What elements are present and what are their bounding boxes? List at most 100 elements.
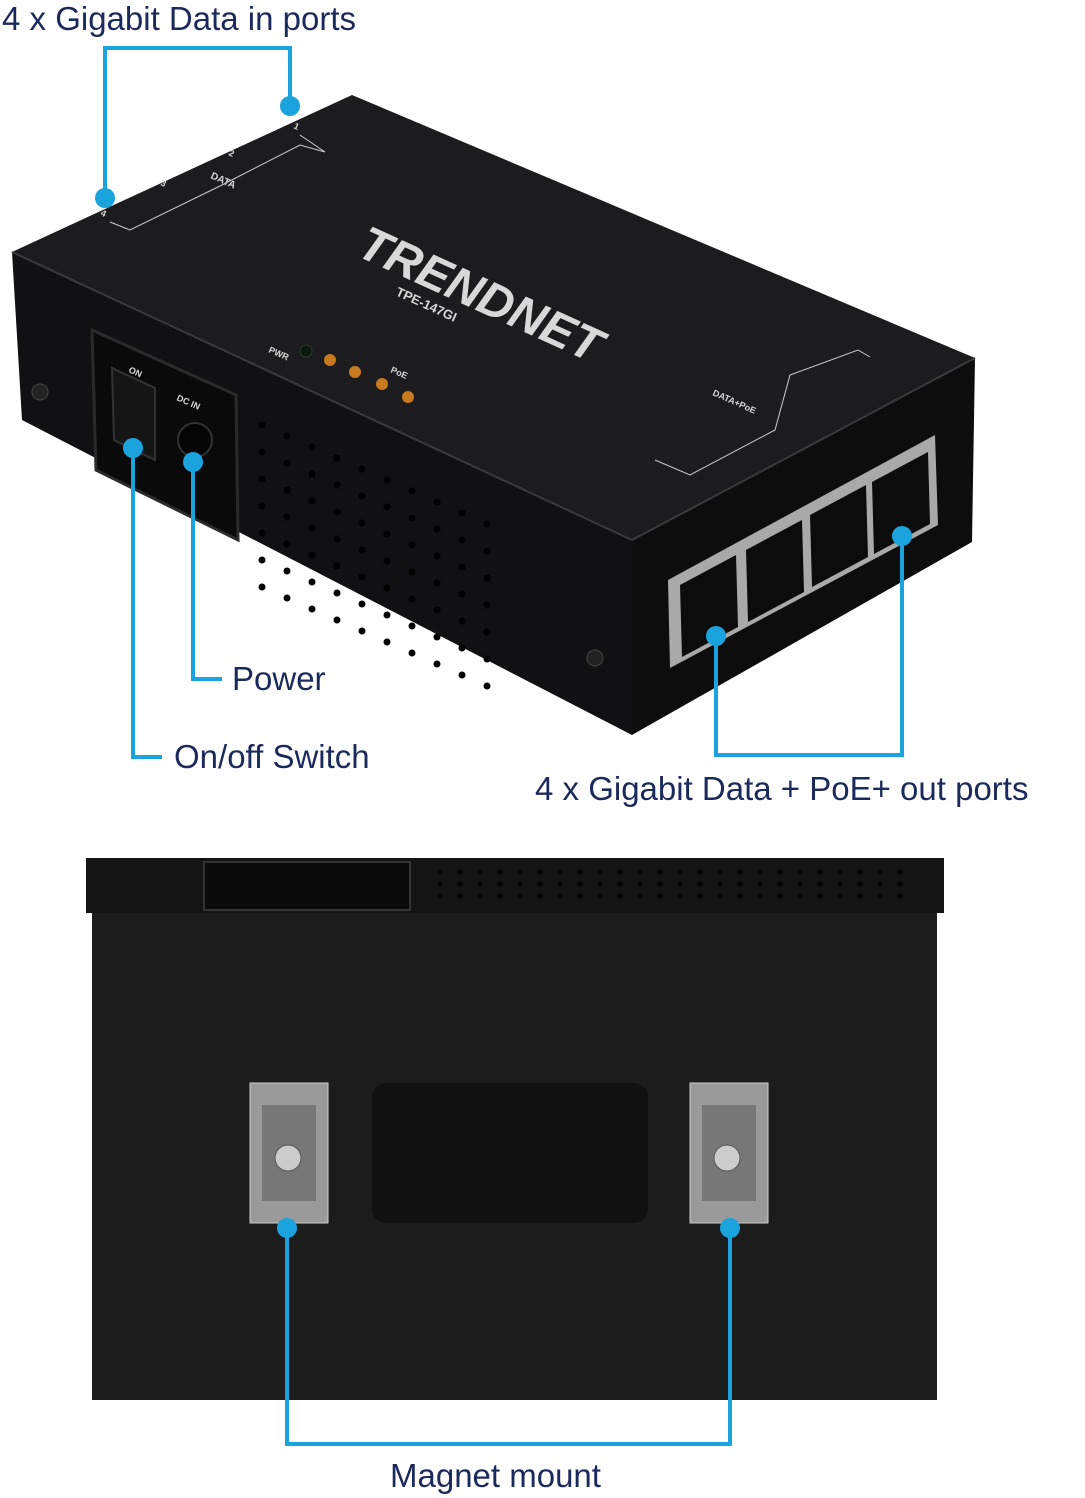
vent-hole <box>717 893 723 899</box>
vent-hole <box>717 869 723 875</box>
dc-in-jack[interactable] <box>177 422 213 458</box>
vent-hole <box>458 590 466 598</box>
vent-hole <box>457 893 463 899</box>
rj45-port-4[interactable] <box>872 452 930 554</box>
vent-hole <box>617 893 623 899</box>
vent-hole <box>437 881 443 887</box>
vent-hole <box>258 556 266 564</box>
vent-hole <box>308 497 316 505</box>
vent-hole <box>477 893 483 899</box>
vent-hole <box>433 606 441 614</box>
vent-hole <box>483 655 491 663</box>
vent-hole <box>333 481 341 489</box>
vent-hole <box>283 486 291 494</box>
vent-hole <box>837 893 843 899</box>
vent-hole <box>383 557 391 565</box>
vent-hole <box>617 869 623 875</box>
vent-hole <box>408 568 416 576</box>
vent-hole <box>757 869 763 875</box>
vent-hole <box>597 893 603 899</box>
vent-hole <box>477 881 483 887</box>
vent-hole <box>497 869 503 875</box>
poe-led-3 <box>376 378 388 390</box>
callout-magnet: Magnet mount <box>277 1218 740 1494</box>
vent-hole <box>433 498 441 506</box>
vent-hole <box>817 893 823 899</box>
vent-hole <box>383 476 391 484</box>
vent-hole <box>657 869 663 875</box>
vent-hole <box>777 893 783 899</box>
vent-hole <box>797 893 803 899</box>
vent-hole <box>477 869 483 875</box>
vent-hole <box>537 893 543 899</box>
vent-hole <box>433 579 441 587</box>
vent-hole <box>557 893 563 899</box>
vent-hole <box>283 432 291 440</box>
vent-hole <box>458 563 466 571</box>
vent-hole <box>637 881 643 887</box>
vent-hole <box>497 893 503 899</box>
vent-hole <box>383 584 391 592</box>
vent-hole <box>497 881 503 887</box>
vent-hole <box>408 649 416 657</box>
label-area <box>372 1083 648 1223</box>
vent-hole <box>877 869 883 875</box>
device-bottom-view <box>86 858 944 1400</box>
vent-hole <box>333 616 341 624</box>
vent-hole <box>757 881 763 887</box>
vent-hole <box>383 638 391 646</box>
vent-hole <box>258 421 266 429</box>
callout-switch-label: On/off Switch <box>174 738 370 775</box>
vent-hole <box>483 520 491 528</box>
vent-hole <box>308 605 316 613</box>
vent-hole <box>333 508 341 516</box>
vent-hole <box>617 881 623 887</box>
vent-hole <box>308 470 316 478</box>
vent-hole <box>797 881 803 887</box>
callout-power-label: Power <box>232 660 326 697</box>
vent-hole <box>517 881 523 887</box>
vent-hole <box>358 573 366 581</box>
vent-hole <box>437 869 443 875</box>
poe-led-2 <box>349 366 361 378</box>
vent-hole <box>458 617 466 625</box>
vent-hole <box>697 869 703 875</box>
vent-hole <box>483 601 491 609</box>
vent-hole <box>557 869 563 875</box>
vent-hole <box>837 869 843 875</box>
callout-switch: On/off Switch <box>123 438 370 775</box>
svg-text:4: 4 <box>99 208 108 219</box>
vent-hole <box>677 869 683 875</box>
svg-text:1: 1 <box>292 121 301 132</box>
rj45-port-2[interactable] <box>746 520 804 622</box>
rj45-port-3[interactable] <box>810 485 868 587</box>
device-top-view: ON DC IN /* filled below */ TRENDNET TPE… <box>11 95 976 735</box>
vent-hole <box>817 869 823 875</box>
vent-hole <box>458 671 466 679</box>
callout-data-in-label: 4 x Gigabit Data in ports <box>2 0 356 37</box>
device-top-face <box>12 95 975 540</box>
vent-hole <box>308 551 316 559</box>
vent-hole <box>483 682 491 690</box>
vent-hole <box>557 881 563 887</box>
callout-data-out-label: 4 x Gigabit Data + PoE+ out ports <box>535 770 1028 807</box>
vent-hole <box>777 881 783 887</box>
svg-text:3: 3 <box>159 178 168 189</box>
vent-hole <box>437 893 443 899</box>
vent-hole <box>283 540 291 548</box>
vent-hole <box>458 509 466 517</box>
vent-hole <box>333 562 341 570</box>
vent-hole <box>637 893 643 899</box>
vent-holes-bottom <box>437 869 903 899</box>
vent-hole <box>408 487 416 495</box>
vent-hole <box>383 611 391 619</box>
callout-data-in: 4 x Gigabit Data in ports <box>2 0 356 208</box>
vent-hole <box>737 881 743 887</box>
vent-hole <box>857 869 863 875</box>
on-off-switch[interactable] <box>110 366 156 462</box>
svg-text:2: 2 <box>227 148 236 159</box>
vent-hole <box>697 881 703 887</box>
vent-hole <box>577 893 583 899</box>
vent-hole <box>258 502 266 510</box>
